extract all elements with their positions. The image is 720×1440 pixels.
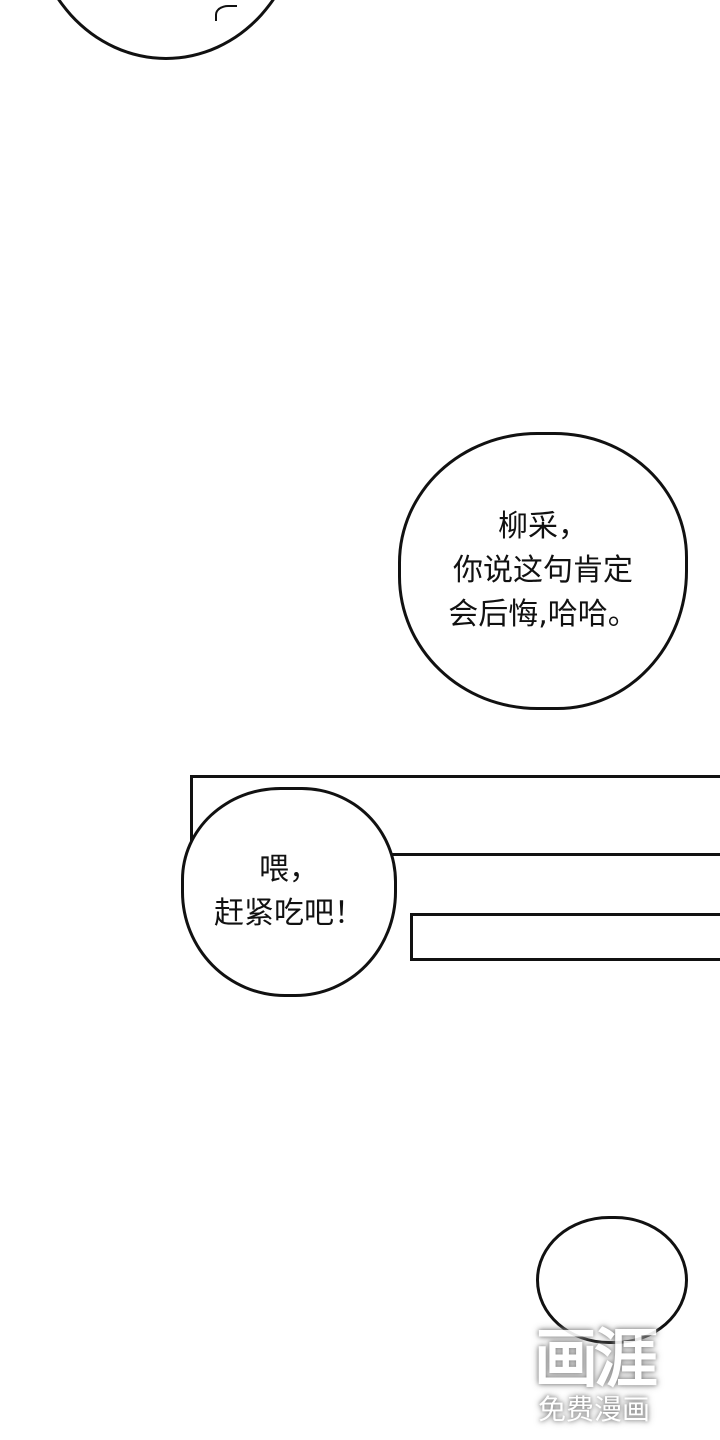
top-speech-bubble — [30, 0, 302, 60]
line: 会后悔,哈哈。 — [448, 597, 638, 632]
line: 赶紧吃吧！ — [214, 896, 364, 931]
line: 你说这句肯定 — [452, 553, 633, 588]
speech-bubble-1: 柳采， 你说这句肯定会后悔,哈哈。 — [398, 432, 688, 710]
bubble-squiggle — [215, 5, 237, 21]
line: 柳采， — [497, 509, 588, 544]
bubble-2-text: 喂， 赶紧吃吧！ — [214, 848, 364, 936]
comic-panel-inner — [410, 913, 720, 961]
watermark-logo: 画涯 — [534, 1323, 658, 1397]
speech-bubble-2: 喂， 赶紧吃吧！ — [181, 787, 397, 997]
line: 喂， — [259, 852, 319, 887]
bubble-1-text: 柳采， 你说这句肯定会后悔,哈哈。 — [448, 505, 638, 637]
watermark-tagline: 免费漫画 — [538, 1393, 651, 1426]
empty-speech-bubble — [536, 1216, 688, 1344]
